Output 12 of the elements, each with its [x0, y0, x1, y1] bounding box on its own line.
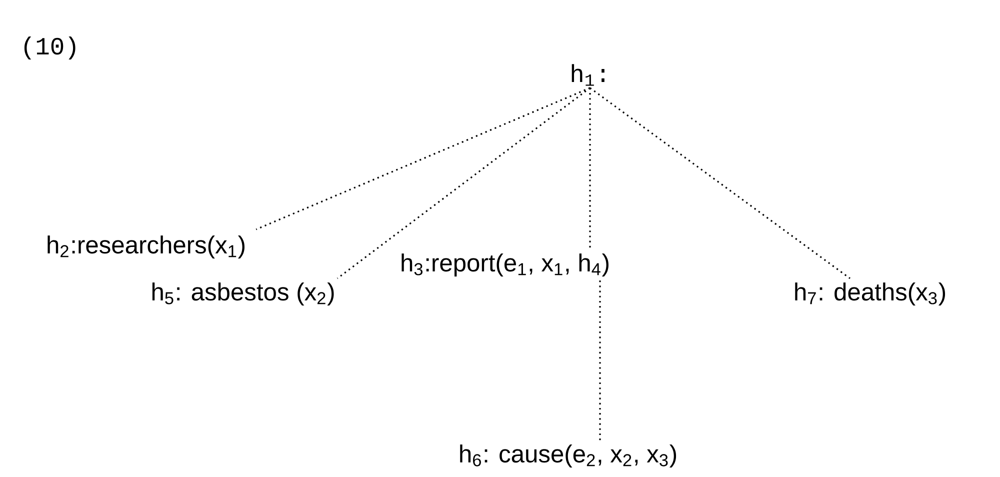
term-label: h$_{7}$: deaths(x$_{3}$) [795, 282, 946, 306]
dotted-line [599, 280, 601, 440]
dotted-line [256, 87, 590, 230]
term-label: h$_{1}$: [572, 64, 604, 86]
term-label: h$_{3}$:report(e$_{1}$, x$_{1}$, h$_{4}$) [402, 254, 608, 276]
term-label: h$_{2}$:researchers(x$_{1}$) [48, 236, 244, 258]
dotted-line [590, 87, 850, 280]
example-number: (10) [24, 36, 76, 60]
term-label: h$_{6}$: cause(e$_{2}$, x$_{2}$, x$_{3}$) [460, 444, 676, 468]
term-label: h$_{5}$: asbestos (x$_{2}$) [152, 282, 334, 306]
dotted-line [336, 87, 590, 280]
dotted-line [589, 88, 591, 250]
